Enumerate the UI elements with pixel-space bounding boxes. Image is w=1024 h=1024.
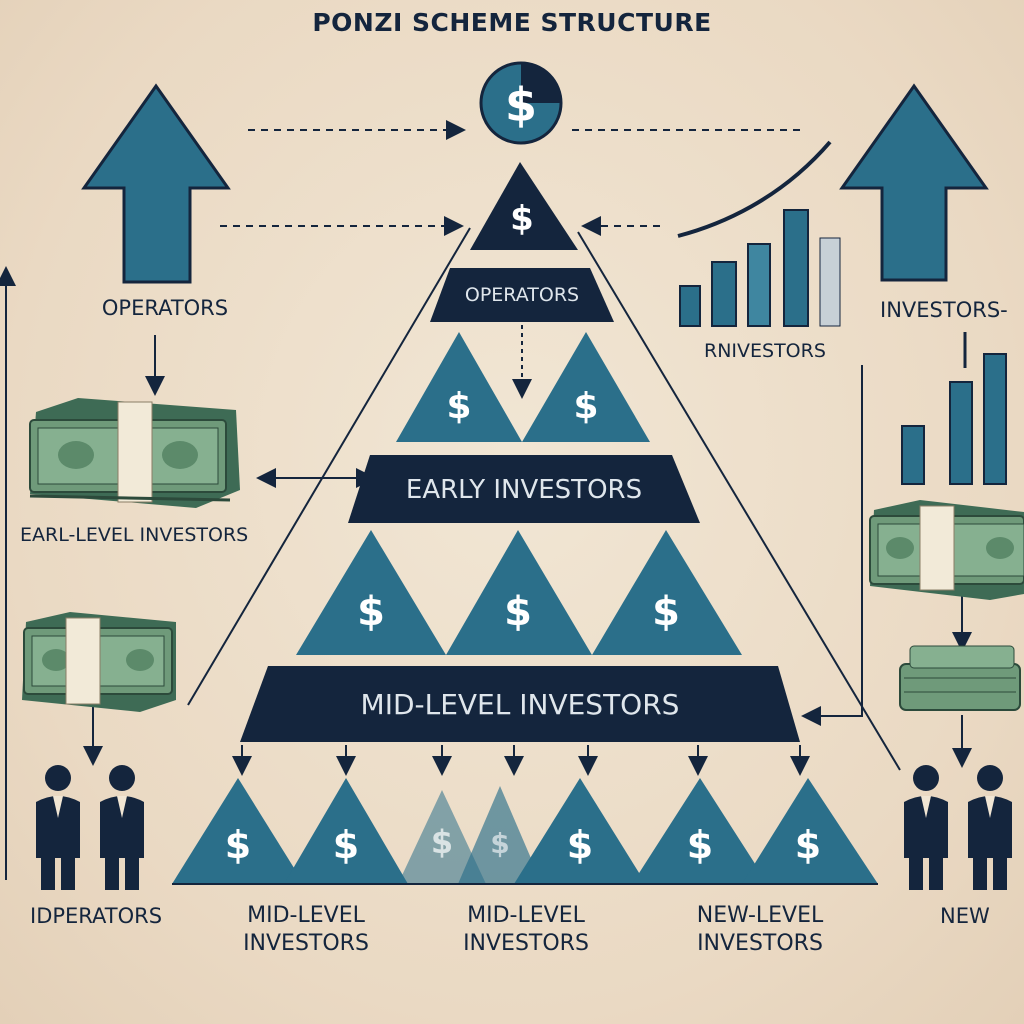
bar-chart-icon bbox=[677, 140, 841, 327]
pyramid-apex bbox=[470, 162, 578, 250]
tier-row-3: $ $ $ $ $ $ $ bbox=[172, 778, 878, 885]
tier-band-early-investors bbox=[348, 455, 700, 523]
businessman-icon bbox=[100, 765, 144, 890]
bottom-label-3-line2: INVESTORS bbox=[697, 931, 823, 956]
left-cash-label: EARL-LEVEL INVESTORS bbox=[20, 524, 249, 546]
money-stack-icon bbox=[29, 398, 240, 508]
page-title: PONZI SCHEME STRUCTURE bbox=[312, 8, 712, 37]
bar-chart-icon bbox=[901, 332, 1007, 485]
svg-text:$: $ bbox=[504, 589, 532, 635]
svg-text:$: $ bbox=[795, 823, 821, 867]
right-bottom-label: NEW bbox=[940, 904, 990, 928]
svg-text:$: $ bbox=[567, 823, 593, 867]
up-arrow-icon bbox=[839, 83, 989, 282]
bottom-label-2: MID-LEVEL INVESTORS bbox=[436, 902, 616, 958]
right-chart-label: RNIVESTORS bbox=[704, 340, 826, 362]
svg-text:$: $ bbox=[687, 823, 713, 867]
tier-row-1: $ $ bbox=[396, 332, 650, 442]
businessman-icon bbox=[904, 765, 948, 890]
businessman-icon bbox=[36, 765, 1012, 890]
svg-text:$: $ bbox=[510, 199, 534, 239]
bottom-label-2-line2: INVESTORS bbox=[463, 931, 589, 956]
left-bottom-label: IDPERATORS bbox=[30, 904, 163, 928]
businessman-icon bbox=[36, 765, 80, 890]
svg-text:$: $ bbox=[652, 589, 680, 635]
tier-label-mid-level: MID-LEVEL INVESTORS bbox=[360, 688, 680, 721]
svg-text:$: $ bbox=[490, 827, 509, 860]
svg-text:$: $ bbox=[333, 823, 359, 867]
tier-band-mid-level bbox=[240, 666, 800, 742]
left-top-label: OPERATORS bbox=[101, 296, 229, 320]
money-stack-icon bbox=[22, 612, 176, 712]
coin-icon: $ bbox=[479, 61, 563, 145]
tier-band-operators bbox=[430, 268, 614, 322]
svg-text:$: $ bbox=[431, 823, 453, 861]
connector-ticks bbox=[232, 745, 810, 776]
bottom-label-1-line2: INVESTORS bbox=[243, 931, 369, 956]
svg-text:$: $ bbox=[225, 823, 251, 867]
pyramid-outline bbox=[187, 227, 901, 771]
arrow-right-to-mid bbox=[801, 365, 863, 726]
bottom-label-1: MID-LEVEL INVESTORS bbox=[216, 902, 396, 958]
money-stack-icon bbox=[899, 645, 1021, 711]
businessman-icon bbox=[968, 765, 1012, 890]
tier-row-2: $ $ $ bbox=[296, 530, 742, 655]
money-stack-icon bbox=[869, 500, 1024, 600]
svg-text:$: $ bbox=[505, 78, 537, 132]
bottom-label-2-line1: MID-LEVEL bbox=[467, 903, 585, 928]
bottom-label-3: NEW-LEVEL INVESTORS bbox=[670, 902, 850, 958]
svg-text:$: $ bbox=[357, 589, 385, 635]
svg-text:$: $ bbox=[573, 386, 598, 427]
up-arrow-icon bbox=[81, 83, 231, 284]
tier-label-early-investors: EARLY INVESTORS bbox=[405, 475, 643, 505]
bottom-label-3-line1: NEW-LEVEL bbox=[696, 903, 824, 928]
tier-label-operators: OPERATORS bbox=[464, 284, 580, 306]
bottom-label-1-line1: MID-LEVEL bbox=[247, 903, 365, 928]
svg-text:$: $ bbox=[446, 386, 471, 427]
right-top-label: INVESTORS- bbox=[880, 298, 1008, 322]
